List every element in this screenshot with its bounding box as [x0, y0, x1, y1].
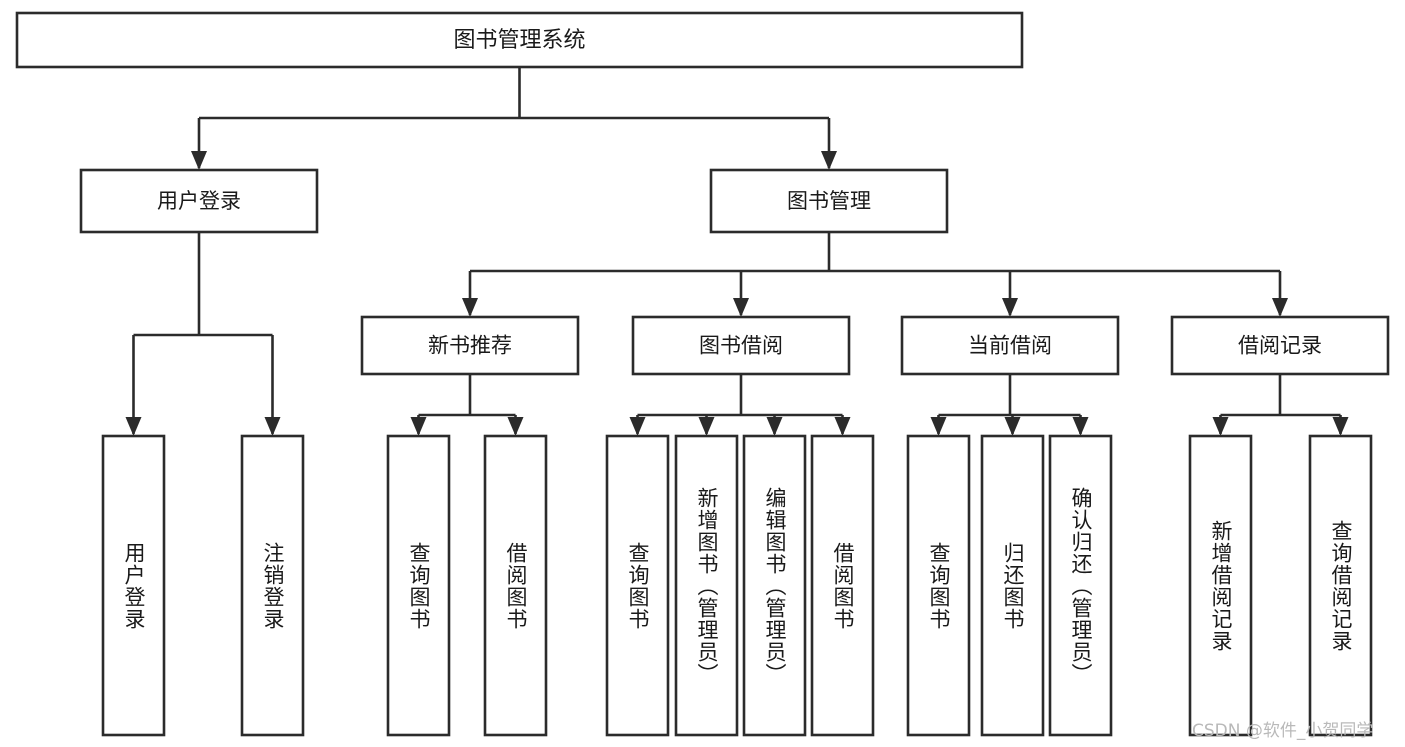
leaf-box-leaf-edit-book[interactable] [742, 434, 807, 737]
csdn-watermark: CSDN @软件_小贺同学 [1192, 721, 1374, 741]
arrow-book-borrow [733, 298, 749, 317]
node-box-current-borrow[interactable] [900, 315, 1120, 376]
leaf-box-leaf-query-book-borrow[interactable] [605, 434, 670, 737]
leaf-box-leaf-user-login[interactable] [101, 434, 166, 737]
node-label-borrow-record: 借阅记录 [1238, 334, 1322, 358]
leaf-box-leaf-query-record[interactable] [1308, 434, 1373, 737]
node-box-root[interactable] [15, 11, 1024, 69]
leaf-box-leaf-borrow-book[interactable] [810, 434, 875, 737]
node-label-root: 图书管理系统 [453, 28, 585, 53]
node-box-borrow-record[interactable] [1170, 315, 1390, 376]
arrow-book-manage [821, 151, 837, 170]
node-label-user-login: 用户登录 [157, 189, 241, 213]
node-label-book-manage: 图书管理 [787, 189, 871, 213]
node-box-book-borrow[interactable] [631, 315, 851, 376]
arrow-leaf-query-book-cur [930, 417, 947, 436]
leaf-box-leaf-confirm-return[interactable] [1048, 434, 1113, 737]
node-label-current-borrow: 当前借阅 [968, 334, 1052, 358]
leaf-box-leaf-query-book-cur[interactable] [906, 434, 971, 737]
leaf-box-leaf-user-logout[interactable] [240, 434, 305, 737]
leaf-box-leaf-query-book-rec[interactable] [386, 434, 451, 737]
arrow-leaf-user-logout [264, 417, 281, 436]
leaf-box-leaf-add-book[interactable] [674, 434, 739, 737]
leaf-box-leaf-return-book[interactable] [980, 434, 1045, 737]
arrow-leaf-query-book-rec [410, 417, 427, 436]
arrow-current-borrow [1002, 298, 1018, 317]
node-box-user-login[interactable] [79, 168, 319, 234]
arrow-leaf-query-book-borrow [629, 417, 646, 436]
arrow-leaf-add-record [1212, 417, 1229, 436]
leaf-box-leaf-add-record[interactable] [1188, 434, 1253, 737]
arrow-leaf-query-record [1332, 417, 1349, 436]
arrow-leaf-borrow-book [834, 417, 851, 436]
node-box-new-book-rec[interactable] [360, 315, 580, 376]
arrow-leaf-return-book [1004, 417, 1021, 436]
arrow-user-login [191, 151, 207, 170]
arrow-new-book-rec [462, 298, 478, 317]
arrow-leaf-edit-book [766, 417, 783, 436]
arrow-leaf-confirm-return [1072, 417, 1089, 436]
connectors-layer [125, 67, 1349, 436]
leaf-box-leaf-borrow-book-rec[interactable] [483, 434, 548, 737]
node-label-new-book-rec: 新书推荐 [428, 334, 512, 358]
arrow-borrow-record [1272, 298, 1288, 317]
arrow-leaf-borrow-book-rec [507, 417, 524, 436]
node-label-book-borrow: 图书借阅 [699, 334, 783, 358]
arrow-leaf-add-book [698, 417, 715, 436]
arrow-leaf-user-login [125, 417, 142, 436]
node-boxes-layer [15, 11, 1390, 737]
node-box-book-manage[interactable] [709, 168, 949, 234]
